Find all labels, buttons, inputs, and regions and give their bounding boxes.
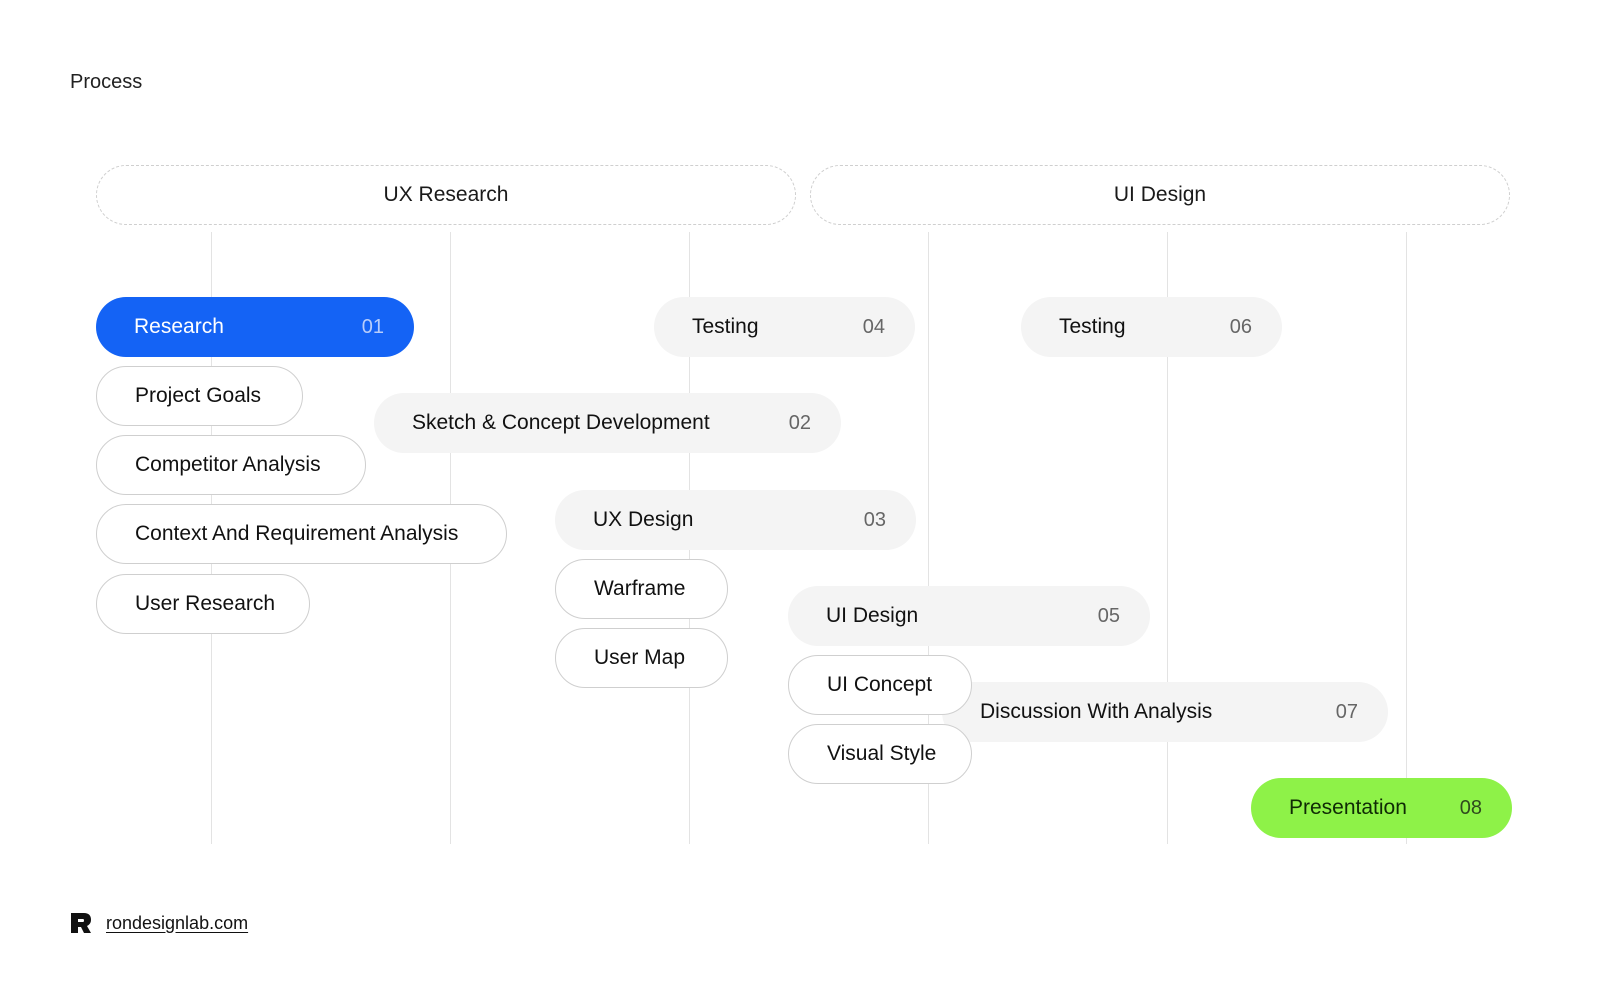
task-competitor-analysis[interactable]: Competitor Analysis [96,435,366,495]
step-research[interactable]: Research 01 [96,297,414,357]
step-presentation[interactable]: Presentation 08 [1251,778,1512,838]
task-project-goals[interactable]: Project Goals [96,366,303,426]
grid-line [928,232,929,844]
step-number: 04 [862,315,885,338]
step-discussion-analysis[interactable]: Discussion With Analysis 07 [942,682,1388,742]
grid-line [1167,232,1168,844]
phase-ux-research: UX Research [96,165,796,225]
footer: rondesignlab.com [70,912,248,934]
step-testing-06[interactable]: Testing 06 [1021,297,1282,357]
step-label: Testing [1059,315,1126,338]
step-number: 02 [788,411,811,434]
step-testing-04[interactable]: Testing 04 [654,297,915,357]
step-number: 06 [1229,315,1252,338]
step-label: Research [134,315,224,338]
step-number: 05 [1097,604,1120,627]
step-label: UX Design [593,508,694,531]
step-sketch-concept[interactable]: Sketch & Concept Development 02 [374,393,841,453]
step-label: Presentation [1289,796,1407,819]
task-user-research[interactable]: User Research [96,574,310,634]
step-number: 08 [1459,796,1482,819]
task-context-requirement-analysis[interactable]: Context And Requirement Analysis [96,504,507,564]
step-label: Sketch & Concept Development [412,411,710,434]
step-label: UI Design [826,604,919,627]
task-ui-concept[interactable]: UI Concept [788,655,972,715]
step-number: 07 [1335,700,1358,723]
step-ux-design[interactable]: UX Design 03 [555,490,916,550]
task-warframe[interactable]: Warframe [555,559,728,619]
step-number: 03 [863,508,886,531]
step-ui-design[interactable]: UI Design 05 [788,586,1150,646]
step-number: 01 [361,315,384,338]
page-title: Process [70,71,143,93]
grid-line [1406,232,1407,844]
task-user-map[interactable]: User Map [555,628,728,688]
phase-ui-design: UI Design [810,165,1510,225]
step-label: Discussion With Analysis [980,700,1213,723]
step-label: Testing [692,315,759,338]
task-visual-style[interactable]: Visual Style [788,724,972,784]
brand-r-logo-icon [71,913,91,933]
site-link[interactable]: rondesignlab.com [106,912,249,933]
